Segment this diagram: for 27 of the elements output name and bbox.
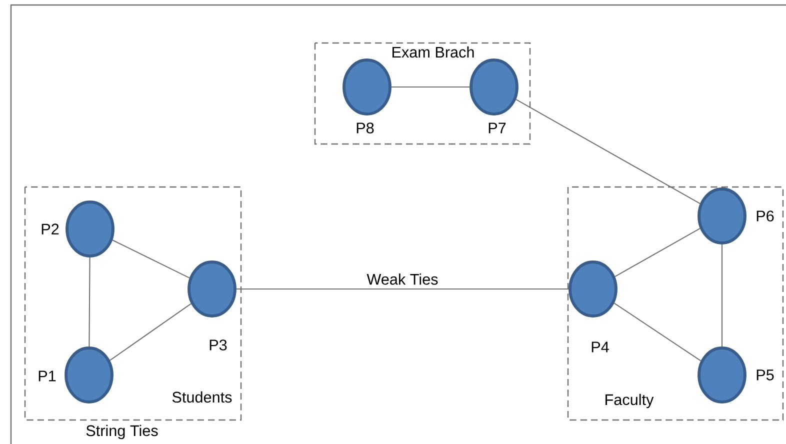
node-circle <box>698 346 746 404</box>
edge-label: Weak Ties <box>366 273 438 285</box>
group-label: String Ties <box>86 424 158 440</box>
node-circle <box>470 58 518 116</box>
node-label: P2 <box>42 224 59 234</box>
node-label: P3 <box>210 340 227 350</box>
node-circle <box>342 58 392 116</box>
connector-line <box>110 303 192 361</box>
node-label: P8 <box>356 122 374 134</box>
node-circle <box>698 188 746 244</box>
node-circle <box>188 260 236 318</box>
node-circle <box>66 200 114 258</box>
connector-line <box>88 257 90 347</box>
node-circle <box>64 346 114 404</box>
node-label: P4 <box>592 342 609 352</box>
connector-line <box>721 244 723 347</box>
node-label: P6 <box>756 210 774 222</box>
node-label: P5 <box>756 370 774 380</box>
node-circle <box>568 260 618 318</box>
connector-line <box>516 99 700 204</box>
connector-line <box>614 302 702 362</box>
connector-line <box>236 288 569 290</box>
connector-line <box>112 240 190 278</box>
connector-line <box>391 86 470 88</box>
connector-line <box>614 228 700 278</box>
node-label: P1 <box>38 370 56 382</box>
node-label: P7 <box>488 122 506 134</box>
